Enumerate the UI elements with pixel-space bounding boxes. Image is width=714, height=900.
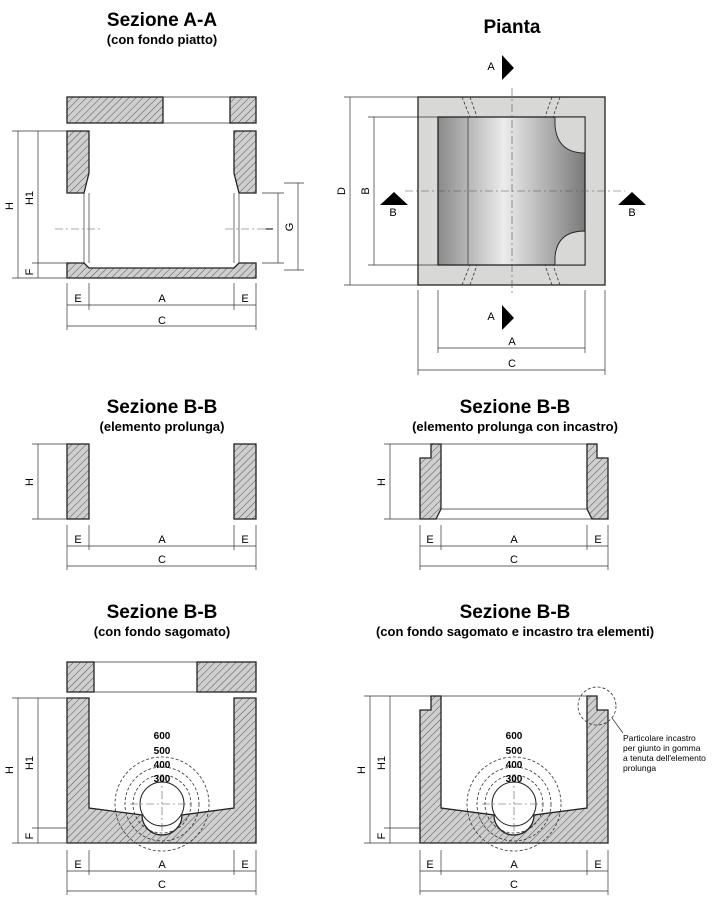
- dim-e-right-label: E: [241, 293, 248, 305]
- bb4-pipe-600: 600: [506, 731, 523, 742]
- bb3-dim-h1-label: H1: [24, 756, 36, 770]
- bb1-dim-e-left: E: [74, 534, 81, 546]
- section-bb-shaped-bottom: Sezione B-B (con fondo sagomato) 600 500…: [4, 602, 257, 895]
- bb3-cover-right: [196, 661, 257, 693]
- bb2-dim-e-right: E: [594, 534, 601, 546]
- bb2-wall-left: [419, 443, 442, 520]
- dim-f-label: F: [24, 268, 36, 275]
- joint-detail-note: Particolare incastro per giunto in gomma…: [623, 733, 706, 773]
- section-bb1-subtitle: (elemento prolunga): [100, 419, 225, 434]
- bb2-dim-e-left: E: [426, 534, 433, 546]
- plan-dim-a-label: A: [508, 336, 516, 348]
- bb4-dim-e-right: E: [594, 859, 601, 871]
- bb4-dim-f-label: F: [376, 832, 388, 839]
- bb3-dim-h-label: H: [4, 766, 16, 774]
- bb3-cover-left: [66, 661, 95, 693]
- cut-arrow-b-left: [380, 192, 408, 205]
- cut-label-b-left: B: [389, 207, 396, 219]
- cut-arrow-a-top: [502, 55, 514, 80]
- bottom-slab: [66, 262, 257, 279]
- dim-c-label: C: [158, 315, 166, 327]
- plan-view: Pianta A A B B D B: [336, 17, 646, 375]
- section-bb4-subtitle: (con fondo sagomato e incastro tra eleme…: [376, 624, 654, 639]
- bb1-dim-c: C: [158, 554, 166, 566]
- bb4-body: [419, 695, 609, 844]
- cut-arrow-b-right: [618, 192, 646, 205]
- dim-h1-label: H1: [24, 191, 36, 205]
- bb2-wall-right: [586, 443, 609, 520]
- dim-g-label: G: [284, 223, 296, 232]
- bb2-dim-a: A: [510, 534, 518, 546]
- bb1-dim-h-label: H: [24, 478, 36, 486]
- section-aa-subtitle: (con fondo piatto): [107, 32, 217, 47]
- dim-h-label: H: [4, 202, 16, 210]
- section-bb-extension: Sezione B-B (elemento prolunga) H E A E …: [24, 397, 257, 570]
- dim-e-left-label: E: [74, 293, 81, 305]
- section-bb2-subtitle: (elemento prolunga con incastro): [412, 419, 618, 434]
- bb2-dim-c: C: [510, 554, 518, 566]
- section-aa: Sezione A-A (con fondo piatto) H H1 F: [4, 10, 304, 330]
- bb3-dim-e-left: E: [74, 859, 81, 871]
- wall-right-upper: [233, 130, 257, 194]
- plan-title: Pianta: [483, 17, 540, 38]
- cut-label-a-top: A: [487, 61, 495, 73]
- bb4-dim-c: C: [510, 879, 518, 891]
- bb4-pipe-500: 500: [506, 746, 523, 757]
- section-bb3-subtitle: (con fondo sagomato): [94, 624, 231, 639]
- cut-arrow-a-bottom: [502, 305, 514, 330]
- plan-corner-top: [554, 116, 586, 154]
- joint-detail-circle: [577, 686, 617, 726]
- bb4-dim-e-left: E: [426, 859, 433, 871]
- bb4-pipe-300: 300: [506, 774, 523, 785]
- dim-b-label: B: [360, 187, 372, 194]
- bb3-dim-c: C: [158, 879, 166, 891]
- svg-text:prolunga: prolunga: [623, 763, 656, 773]
- section-bb-extension-joint: Sezione B-B (elemento prolunga con incas…: [376, 397, 618, 570]
- bb3-pipe-500: 500: [154, 746, 171, 757]
- svg-text:a tenuta dell'elemento: a tenuta dell'elemento: [623, 753, 706, 763]
- bb1-dim-e-right: E: [241, 534, 248, 546]
- dim-i-label: I: [264, 227, 276, 230]
- svg-text:per giunto in gomma: per giunto in gomma: [623, 743, 701, 753]
- bb3-body: [66, 697, 257, 844]
- bb3-dim-e-right: E: [241, 859, 248, 871]
- bb4-dim-h1-label: H1: [376, 756, 388, 770]
- section-bb2-title: Sezione B-B: [460, 397, 571, 418]
- svg-text:Particolare incastro: Particolare incastro: [623, 733, 696, 743]
- bb3-pipe-400: 400: [154, 760, 171, 771]
- section-bb1-title: Sezione B-B: [107, 397, 218, 418]
- bb3-pipe-300: 300: [154, 774, 171, 785]
- bb3-dim-a: A: [158, 859, 166, 871]
- dim-a-label: A: [158, 293, 166, 305]
- cut-label-a-bottom: A: [487, 311, 495, 323]
- bb2-dim-h-label: H: [376, 478, 388, 486]
- section-aa-title: Sezione A-A: [107, 10, 217, 31]
- plan-dim-c-label: C: [508, 358, 516, 370]
- cut-label-b-right: B: [628, 207, 635, 219]
- section-bb3-title: Sezione B-B: [107, 602, 218, 623]
- cover-slab-left: [66, 96, 164, 124]
- cover-slab-right: [229, 96, 257, 124]
- bb4-pipe-400: 400: [506, 760, 523, 771]
- section-bb4-title: Sezione B-B: [460, 602, 571, 623]
- bb1-wall-left: [66, 443, 90, 520]
- section-bb-shaped-bottom-joint: Sezione B-B (con fondo sagomato e incast…: [356, 602, 706, 895]
- bb4-dim-h-label: H: [356, 766, 368, 774]
- bb1-dim-a: A: [158, 534, 166, 546]
- bb3-pipe-600: 600: [154, 731, 171, 742]
- bb3-dim-f-label: F: [24, 832, 36, 839]
- bb4-dim-a: A: [510, 859, 518, 871]
- bb1-wall-right: [233, 443, 257, 520]
- plan-corner-bottom: [554, 230, 586, 266]
- dim-d-label: D: [336, 187, 348, 195]
- wall-left-upper: [66, 130, 90, 194]
